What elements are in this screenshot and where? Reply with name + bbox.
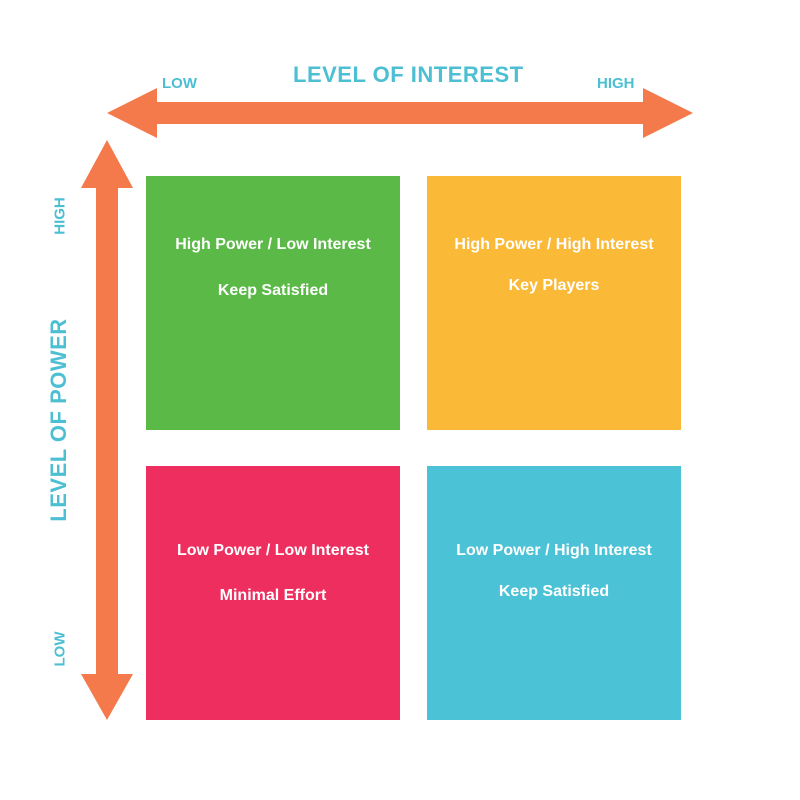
y-axis-title: LEVEL OF POWER bbox=[46, 318, 71, 522]
quadrant-action: Key Players bbox=[508, 277, 600, 294]
y-axis-low-label: LOW bbox=[51, 631, 69, 667]
x-axis-title: LEVEL OF INTEREST bbox=[293, 62, 524, 87]
quadrant-title: High Power / High Interest bbox=[454, 236, 654, 253]
y-axis-arrow-shape bbox=[81, 140, 133, 720]
quadrant-action: Keep Satisfied bbox=[217, 282, 329, 299]
quadrant-title: Low Power / High Interest bbox=[456, 542, 652, 559]
quadrant-title: High Power / Low Interest bbox=[175, 236, 371, 253]
x-axis-high-label: HIGH bbox=[597, 75, 635, 92]
quadrant-low-power-high-interest: Low Power / High Interest Keep Satisfied bbox=[427, 466, 681, 720]
quadrant-title: Low Power / Low Interest bbox=[176, 542, 370, 559]
x-axis-arrow-shape bbox=[107, 88, 693, 138]
quadrant-high-power-low-interest: High Power / Low Interest Keep Satisfied bbox=[146, 176, 400, 430]
quadrant-high-power-high-interest: High Power / High Interest Key Players bbox=[427, 176, 681, 430]
x-axis-low-label: LOW bbox=[162, 75, 197, 92]
quadrant-low-power-low-interest: Low Power / Low Interest Minimal Effort bbox=[146, 466, 400, 720]
y-axis-high-label: HIGH bbox=[51, 197, 69, 235]
quadrant-action: Keep Satisfied bbox=[498, 583, 610, 600]
quadrant-action: Minimal Effort bbox=[219, 587, 327, 604]
